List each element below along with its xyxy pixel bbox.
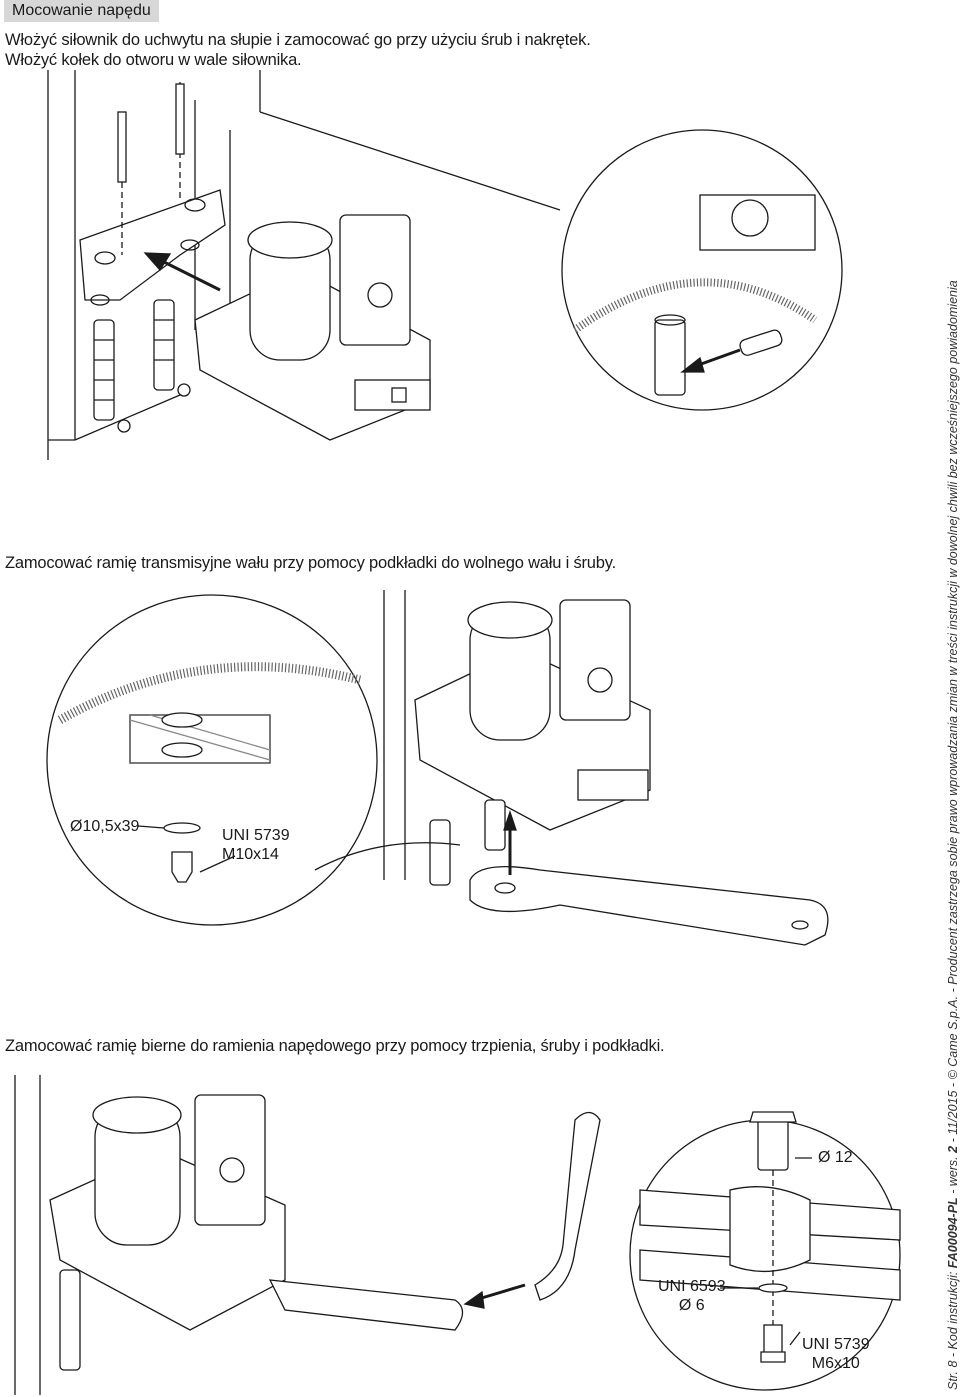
detail-circle-shaft xyxy=(561,129,843,411)
post-drawing xyxy=(47,70,561,460)
washer-label-10-5x39: Ø10,5x39 xyxy=(70,818,140,835)
instruction-text-2: Zamocować ramię transmisyjne wału przy p… xyxy=(5,554,616,572)
gearmotor-drawing-3 xyxy=(49,1094,464,1371)
instruction-text-3: Zamocować ramię bierne do ramienia napęd… xyxy=(5,1037,665,1055)
footer-legal-text: Str. 8 - Kod instrukcji: FA00094-PL - we… xyxy=(946,280,960,1390)
insert-arrow xyxy=(143,252,221,292)
gearmotor-drawing xyxy=(194,214,431,441)
instruction-line-2: Włożyć kołek do otworu w wale siłownika. xyxy=(5,51,302,69)
screw-label-uni5739: UNI 5739 M10x14 xyxy=(222,827,290,863)
illustration-mounting xyxy=(47,70,843,460)
post-drawing-3 xyxy=(14,1075,41,1395)
section-title: Mocowanie napędu xyxy=(4,0,159,22)
bracket-drawing xyxy=(79,82,226,433)
post-drawing-2 xyxy=(383,590,406,880)
transmission-arm-drawing xyxy=(469,809,829,946)
passive-arm-drawing xyxy=(463,1111,601,1309)
instruction-text-1: Włożyć siłownik do uchwytu na słupie i z… xyxy=(5,30,591,70)
screw-label-uni5739-m6: UNI 5739 M6x10 xyxy=(802,1336,870,1372)
callout-line xyxy=(314,842,461,871)
gearmotor-drawing-2 xyxy=(414,599,651,886)
washer-label-uni6593: UNI 6593 Ø 6 xyxy=(658,1278,726,1314)
instruction-line-1: Włożyć siłownik do uchwytu na słupie i z… xyxy=(5,31,591,49)
detail-circle-washer xyxy=(46,594,378,926)
detail-circle-pin xyxy=(629,1111,901,1391)
illustration-transmission-arm xyxy=(46,590,829,946)
pin-label-12: Ø 12 xyxy=(818,1149,853,1166)
